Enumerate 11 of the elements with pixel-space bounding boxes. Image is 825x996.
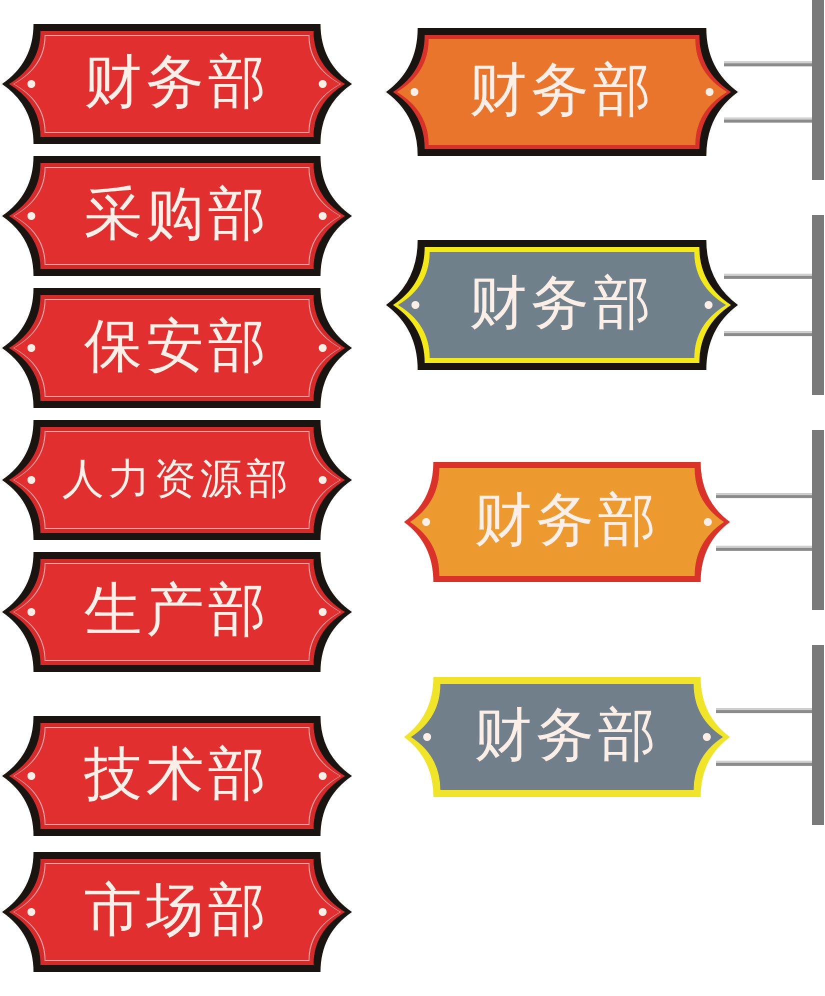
sign-text: 人力资源部 (62, 452, 292, 505)
sign-text: 生产部 (84, 574, 270, 646)
sign-text: 采购部 (84, 178, 270, 250)
sign-text: 财务部 (469, 54, 655, 126)
sign-text: 市场部 (84, 874, 270, 946)
sign-text: 财务部 (474, 699, 660, 770)
sign-text: 财务部 (84, 46, 270, 118)
sign-text: 技术部 (84, 738, 270, 810)
sign-text: 财务部 (469, 267, 655, 338)
sign-text: 保安部 (84, 310, 270, 382)
sign-text: 财务部 (474, 484, 660, 556)
